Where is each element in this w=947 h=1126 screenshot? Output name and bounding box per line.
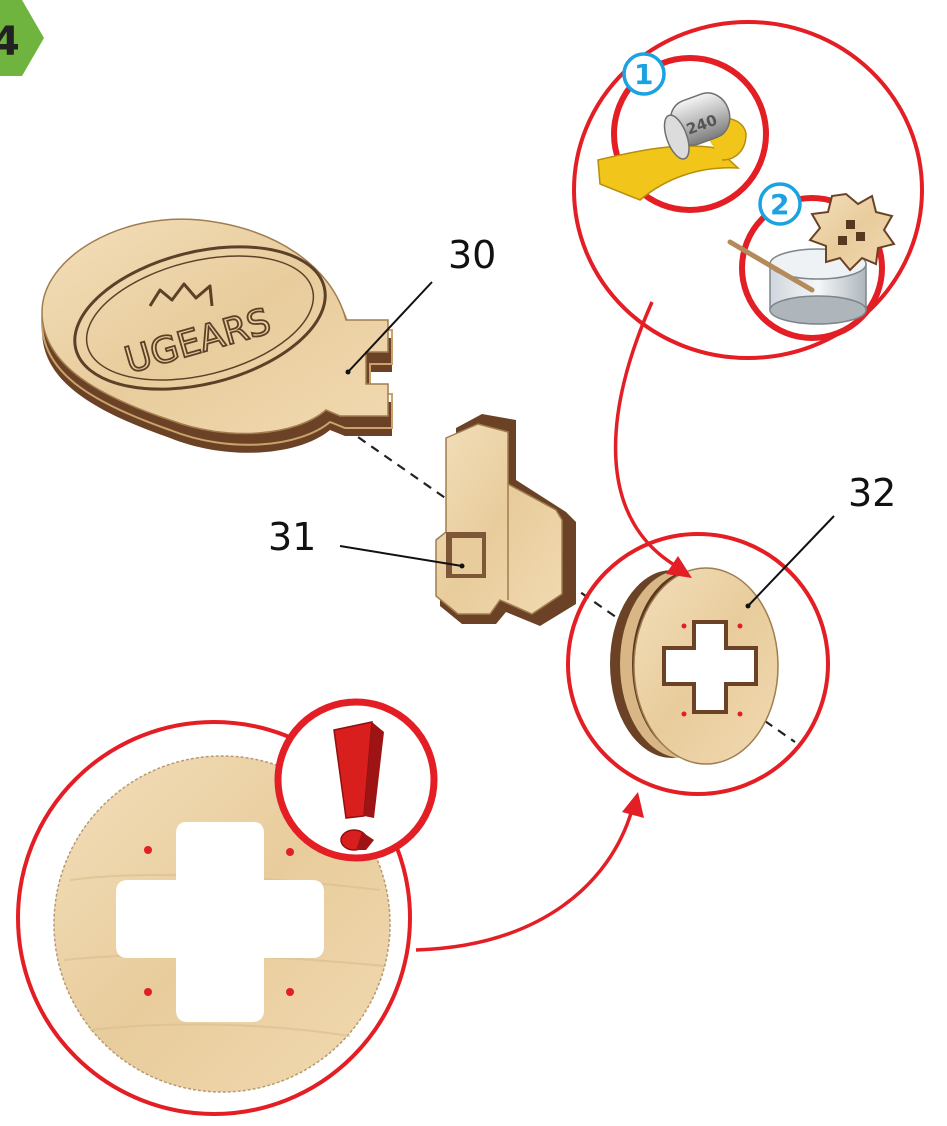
part-32-label: 32 (848, 471, 896, 515)
part-31-label: 31 (268, 515, 316, 559)
step-number: 4 (0, 19, 20, 65)
tip-1-number: 1 (634, 58, 653, 91)
tip-2-badge: 2 (760, 184, 800, 224)
label-32: 32 (746, 471, 897, 609)
arrow-detail-head (622, 792, 644, 818)
part-31-key-shaft (436, 414, 576, 626)
step-badge: 4 (0, 0, 44, 76)
arrow-tips-to-part-32 (616, 302, 676, 566)
part-30-key-head: UGEARS (42, 219, 392, 453)
part-32-round-disc (610, 568, 778, 764)
tip-1-sandpaper: 240 (598, 58, 766, 210)
tip-2-number: 2 (770, 188, 789, 221)
part-30-label: 30 (448, 233, 496, 277)
tip-1-badge: 1 (624, 54, 664, 94)
tip-2-wax (730, 194, 894, 338)
arrow-detail-to-part-32 (416, 810, 632, 950)
label-31: 31 (268, 515, 465, 569)
warning-bubble (278, 702, 434, 858)
